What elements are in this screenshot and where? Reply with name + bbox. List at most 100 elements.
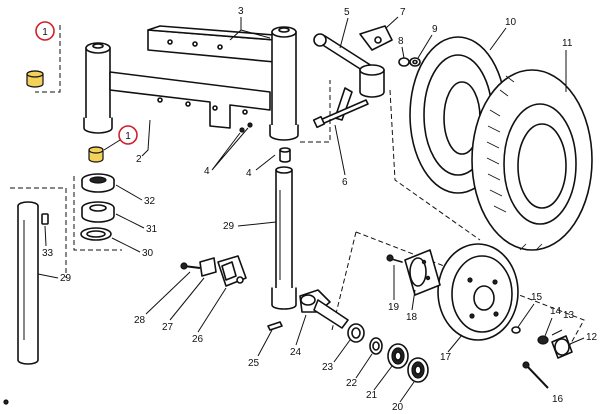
- callout-1b-leader: [103, 139, 121, 151]
- callout-27-label: 27: [162, 322, 174, 333]
- callout-12-leader: [569, 337, 585, 345]
- callout-20-leader: [399, 381, 415, 403]
- part-9-washer: [409, 57, 421, 67]
- part-33-key: [41, 213, 49, 225]
- part-13-split-pin: [551, 329, 563, 336]
- callout-9-leader: [417, 34, 433, 59]
- part-5-steering-arm: [313, 33, 385, 121]
- callout-24-label: 24: [290, 347, 302, 358]
- callout-3-leader-b: [240, 29, 271, 39]
- callout-10-leader: [489, 27, 507, 51]
- callout-31-label: 31: [146, 224, 158, 235]
- assembly-dash-wheel: [389, 89, 481, 241]
- part-1-bushing-top: [26, 70, 44, 88]
- callout-5-label: 5: [344, 7, 350, 18]
- part-17-rim: [437, 243, 519, 341]
- part-20-bearing: [407, 357, 429, 383]
- callout-25-leader: [257, 329, 273, 357]
- callout-7-label: 7: [400, 7, 406, 18]
- callout-29b-leader: [237, 221, 277, 227]
- callout-4b-label: 4: [246, 168, 252, 179]
- callout-20-label: 20: [392, 402, 404, 413]
- callout-24-leader: [295, 314, 307, 346]
- callout-4a-leader: [211, 127, 249, 171]
- callout-3-label: 3: [238, 6, 244, 17]
- callout-6-leader: [334, 124, 346, 176]
- callout-28-leader: [145, 271, 191, 315]
- callout-1a-leader: [35, 25, 61, 93]
- callout-10-label: 10: [505, 17, 517, 28]
- callout-21-label: 21: [366, 390, 378, 401]
- part-14-nut: [537, 335, 549, 345]
- callout-22-leader: [355, 353, 373, 379]
- part-11-tyre: [471, 69, 593, 251]
- callout-11-label: 11: [562, 38, 573, 49]
- callout-15-label: 15: [531, 292, 543, 303]
- part-31-bearing-race: [81, 201, 115, 223]
- part-28-screw: [180, 262, 201, 270]
- callout-8-leader: [401, 46, 405, 59]
- callout-22-label: 22: [346, 378, 358, 389]
- callout-7-leader: [385, 16, 399, 29]
- callout-33-leader: [44, 225, 47, 247]
- callout-29a-label: 29: [60, 273, 72, 284]
- callout-29a-leader: [37, 273, 59, 279]
- callout-30-label: 30: [142, 248, 154, 259]
- callout-5-leader: [339, 17, 349, 49]
- callout-18-leader: [411, 289, 416, 311]
- corner-dot: [3, 399, 9, 405]
- part-30-washer: [80, 227, 112, 241]
- callout-2-label: 2: [136, 154, 142, 165]
- callout-27-leader: [169, 277, 205, 321]
- part-22-ring: [369, 337, 383, 355]
- callout-21-leader: [373, 365, 393, 391]
- assembly-dash-left-stack: [73, 176, 122, 251]
- callout-23-leader: [333, 339, 351, 363]
- callout-23-label: 23: [322, 362, 334, 373]
- callout-17-label: 17: [440, 352, 452, 363]
- callout-30-leader: [111, 237, 141, 253]
- part-32-thrust-bearing: [81, 173, 115, 193]
- callout-26-label: 26: [192, 334, 204, 345]
- part-3-upper-beam: [147, 25, 299, 141]
- callout-1b-label: 1: [125, 131, 131, 142]
- part-16-bolt: [522, 361, 549, 389]
- callout-8-label: 8: [398, 36, 404, 47]
- assembly-dash-left-pin: [10, 187, 67, 278]
- callout-26-leader: [197, 287, 227, 333]
- part-1-bushing-lower: [88, 146, 104, 163]
- callout-1b-highlight-circle: [118, 125, 138, 145]
- callout-4a-label: 4: [204, 166, 210, 177]
- callout-33-label: 33: [42, 248, 54, 259]
- callout-29b-label: 29: [223, 221, 235, 232]
- part-29-kingpin-left: [17, 201, 39, 365]
- callout-28-label: 28: [134, 315, 146, 326]
- callout-14-leader: [544, 317, 553, 337]
- callout-1a-highlight-circle: [35, 21, 55, 41]
- callout-12-label: 12: [586, 332, 598, 343]
- part-12-hub-cap: [551, 335, 573, 359]
- part-27-bracket: [199, 257, 217, 277]
- callout-32-leader: [115, 184, 143, 201]
- callout-31-leader: [115, 213, 145, 229]
- part-18-hub: [404, 249, 441, 296]
- part-19-stud: [386, 254, 403, 263]
- part-29-kingpin-right: [271, 147, 297, 310]
- callout-1a-label: 1: [42, 27, 48, 38]
- part-2-axle-beam: [83, 42, 271, 134]
- part-23-seal: [347, 323, 365, 343]
- callout-2-leader: [141, 119, 151, 157]
- callout-32-label: 32: [144, 196, 156, 207]
- part-8-nut: [398, 57, 410, 67]
- callout-15-leader: [517, 303, 535, 328]
- callout-25-label: 25: [248, 358, 260, 369]
- part-21-bearing: [387, 343, 409, 369]
- callout-19-label: 19: [388, 302, 400, 313]
- part-7-clamp: [359, 25, 393, 51]
- callout-16-label: 16: [552, 394, 564, 405]
- callout-14-label: 14: [550, 306, 562, 317]
- part-6-bolt: [312, 99, 369, 129]
- assembly-dash-spindle: [300, 80, 331, 143]
